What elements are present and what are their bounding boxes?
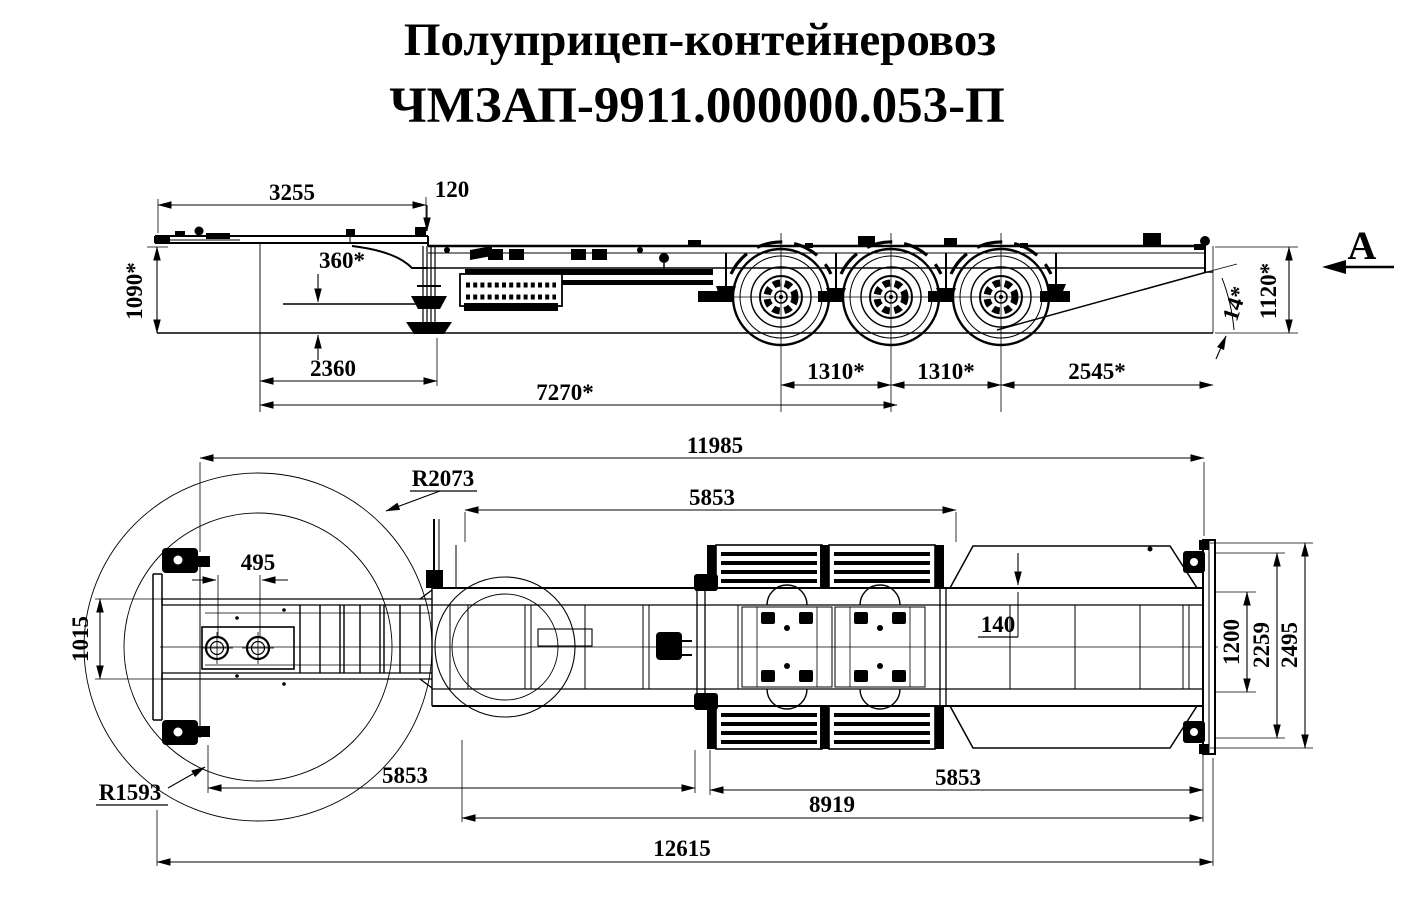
view-direction-marker: А <box>1322 223 1394 274</box>
front-end <box>152 548 210 745</box>
view-arrow-label: А <box>1348 223 1377 268</box>
dim-front-swing-radius: R2073 <box>412 466 475 491</box>
dim-front-height: 1090* <box>122 262 147 320</box>
spare-wheel <box>434 576 576 718</box>
dim-container-span-top: 5853 <box>689 485 735 510</box>
fender-front-left <box>705 543 824 590</box>
landing-gear-crank <box>426 570 443 588</box>
side-view: 3255 120 360* 1090* 2360 7270* 1310* 131… <box>122 177 1394 412</box>
storage-rack <box>459 273 563 311</box>
dim-rear-height: 1120* <box>1256 263 1281 319</box>
dim-ramp-angle: 14* <box>1218 283 1252 324</box>
dim-front-deck-length: 3255 <box>269 180 315 205</box>
gooseneck-frame <box>161 589 433 689</box>
dim-kingpin-to-bogie: 7270* <box>536 380 594 405</box>
plan-dimensions: 11985 R2073 5853 495 1015 140 12 <box>68 433 1313 866</box>
suspension <box>698 253 1070 302</box>
deck-fittings <box>444 233 1210 270</box>
dim-rear-overhang: 2545* <box>1068 359 1126 384</box>
dim-frame-length: 11985 <box>687 433 743 458</box>
dim-crossmember-offset: 140 <box>981 612 1016 637</box>
view-direction-arrow <box>1322 260 1346 274</box>
dim-segment-rear: 5853 <box>935 765 981 790</box>
rear-ramp <box>996 246 1238 333</box>
dim-frame-inner-width: 1200 <box>1219 619 1244 665</box>
fender-rear-left <box>818 543 937 590</box>
dim-locks-span: 8919 <box>809 792 855 817</box>
side-dimensions: 3255 120 360* 1090* 2360 7270* 1310* 131… <box>122 177 1298 409</box>
dim-overall-length: 12615 <box>653 836 711 861</box>
dim-kingpin-offset: 495 <box>241 550 276 575</box>
front-coupling-fittings <box>156 226 426 243</box>
dim-deck-step: 120 <box>435 177 470 202</box>
landing-gear <box>406 246 452 334</box>
dim-overall-width: 2495 <box>1277 622 1302 668</box>
dim-kingpin-to-support: 2360 <box>310 356 356 381</box>
dim-rear-swing-radius: R1593 <box>99 780 162 805</box>
fender-rear-right <box>818 704 937 751</box>
kingpin-position-2 <box>242 632 274 664</box>
rear-platforms <box>948 539 1216 755</box>
dim-axle-spacing-1: 1310* <box>807 359 865 384</box>
title-block: Полуприцеп-контейнеровоз ЧМЗАП-9911.0000… <box>389 14 1005 134</box>
plan-view: 11985 R2073 5853 495 1015 140 12 <box>68 433 1313 866</box>
title-line-1: Полуприцеп-контейнеровоз <box>404 14 996 66</box>
center-lock <box>656 632 682 660</box>
dim-fifth-wheel-height: 360* <box>319 248 365 273</box>
dim-axle-spacing-2: 1310* <box>917 359 975 384</box>
title-line-2: ЧМЗАП-9911.000000.053-П <box>389 78 1005 134</box>
dim-lock-width: 2259 <box>1249 622 1274 668</box>
kingpin-position-1 <box>201 632 233 664</box>
fender-front-right <box>705 704 824 751</box>
dim-gooseneck-width: 1015 <box>68 616 93 662</box>
dim-segment-front: 5853 <box>382 763 428 788</box>
